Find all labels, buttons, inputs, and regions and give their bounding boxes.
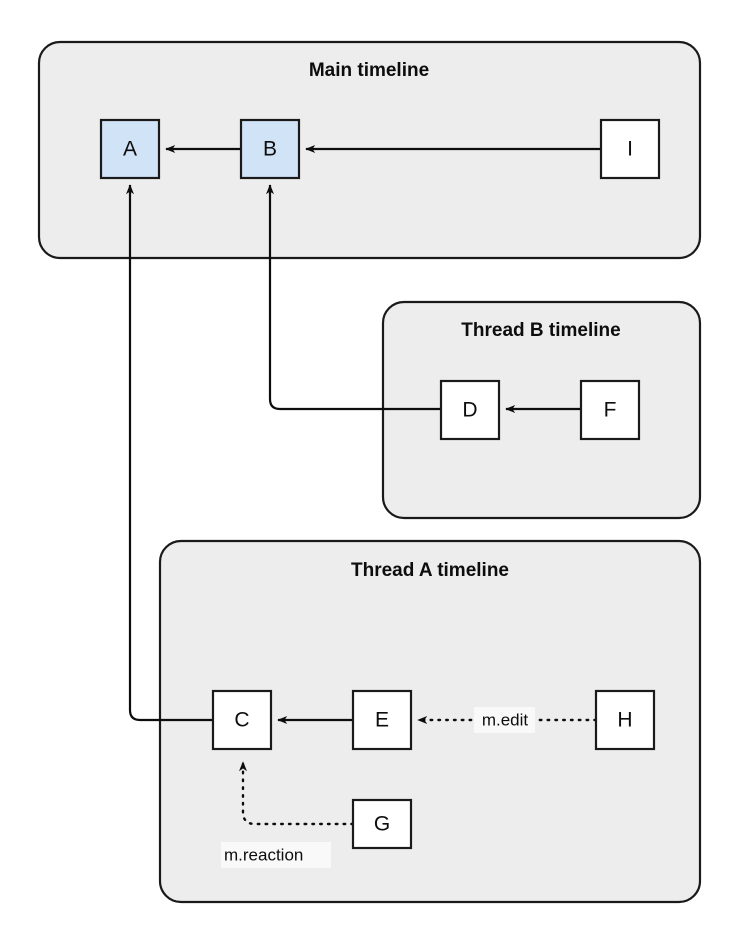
node-f[interactable]: F [579,379,641,441]
node-e-box[interactable] [351,689,413,751]
edge-c-to-a [126,184,213,722]
node-g[interactable]: G [351,798,413,850]
node-e-label: E [375,709,389,732]
group-thread-a-timeline: Thread A timeline [158,539,702,904]
node-b-box[interactable] [239,118,301,180]
edge-d-to-b [266,184,441,411]
node-a-label: A [123,138,137,161]
node-e[interactable]: E [351,689,413,751]
node-h-box[interactable] [594,689,656,751]
node-b-label: B [263,138,277,161]
node-i-label: I [627,138,633,161]
node-i-box[interactable] [599,118,661,180]
node-a[interactable]: A [99,118,161,180]
group-container-thread-a [158,539,702,904]
group-title-thread-b: Thread B timeline [461,320,620,341]
node-c-label: C [234,709,249,732]
node-i[interactable]: I [599,118,661,180]
node-f-label: F [604,399,617,422]
edge-label-m-edit: m.edit [474,707,535,733]
node-h[interactable]: H [594,689,656,751]
edge-label-m-reaction-background [221,842,331,868]
node-b[interactable]: B [239,118,301,180]
group-title-thread-a: Thread A timeline [351,560,509,581]
node-d-label: D [462,399,477,422]
node-h-label: H [617,709,632,732]
edge-g-to-c [239,760,355,826]
node-g-box[interactable] [351,798,413,850]
node-d-box[interactable] [439,379,501,441]
edge-label-m-edit-background [474,707,535,733]
node-f-box[interactable] [579,379,641,441]
node-g-label: G [374,813,390,836]
node-c-box[interactable] [211,689,273,751]
node-c[interactable]: C [211,689,273,751]
group-title-main: Main timeline [309,60,429,81]
edge-label-m-edit-text: m.edit [482,710,529,729]
node-a-box[interactable] [99,118,161,180]
edge-label-m-reaction: m.reaction [221,842,331,868]
edge-label-m-reaction-text: m.reaction [224,845,303,864]
node-d[interactable]: D [439,379,501,441]
